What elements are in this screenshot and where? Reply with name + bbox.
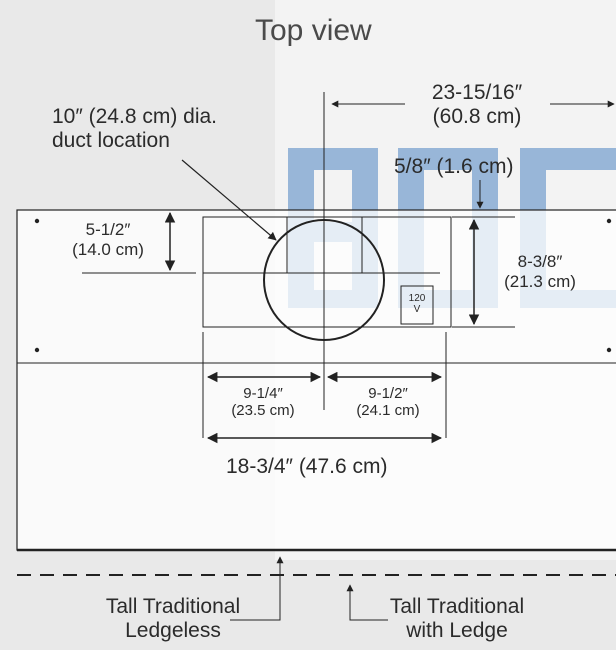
mount-dot xyxy=(606,347,612,353)
outlet-line2: V xyxy=(413,304,421,315)
top-offset-label: 5/8″ (1.6 cm) xyxy=(394,155,514,178)
box-height-label: 8-3/8″ (21.3 cm) xyxy=(490,252,590,291)
left-span-line2: (23.5 cm) xyxy=(231,402,295,420)
outlet-box xyxy=(400,285,434,325)
right-span-line1: 9-1/2″ xyxy=(368,385,408,402)
with-ledge-leader xyxy=(346,584,388,621)
width-total-line2: (60.8 cm) xyxy=(432,105,522,129)
mount-dot xyxy=(34,218,40,224)
box-height-line1: 8-3/8″ xyxy=(517,252,563,271)
left-span-label: 9-1/4″ (23.5 cm) xyxy=(208,385,318,420)
ledgeless-label: Tall Traditional Ledgeless xyxy=(78,595,268,643)
box-height-line2: (21.3 cm) xyxy=(504,271,576,291)
left-offset-line1: 5-1/2″ xyxy=(85,220,131,239)
duct-label: 10″ (24.8 cm) dia. duct location xyxy=(52,105,217,153)
diagram-title: Top view xyxy=(255,14,372,47)
right-span-label: 9-1/2″ (24.1 cm) xyxy=(333,385,443,420)
ledgeless-line1: Tall Traditional xyxy=(105,595,241,618)
width-total-label: 23-15/16″ (60.8 cm) xyxy=(408,81,546,129)
duct-label-line2: duct location xyxy=(52,129,170,153)
duct-circle xyxy=(263,219,385,341)
total-span-label: 18-3/4″ (47.6 cm) xyxy=(226,455,388,478)
outlet-label: 120 V xyxy=(401,293,433,315)
mount-dot xyxy=(34,347,40,353)
with-ledge-line1: Tall Traditional xyxy=(389,595,525,618)
left-offset-label: 5-1/2″ (14.0 cm) xyxy=(56,220,160,259)
mount-dot xyxy=(606,218,612,224)
ledgeless-leader xyxy=(230,556,284,621)
duct-label-line1: 10″ (24.8 cm) dia. xyxy=(52,105,218,128)
outlet-line1: 120 xyxy=(408,293,426,304)
left-offset-line2: (14.0 cm) xyxy=(72,239,144,259)
with-ledge-line2: with Ledge xyxy=(406,619,508,643)
duct-leader xyxy=(181,159,277,241)
with-ledge-label: Tall Traditional with Ledge xyxy=(362,595,552,643)
right-span-line2: (24.1 cm) xyxy=(356,402,420,420)
left-span-line1: 9-1/4″ xyxy=(243,385,283,402)
ledgeless-line2: Ledgeless xyxy=(125,619,221,643)
width-total-line1: 23-15/16″ xyxy=(431,81,523,104)
